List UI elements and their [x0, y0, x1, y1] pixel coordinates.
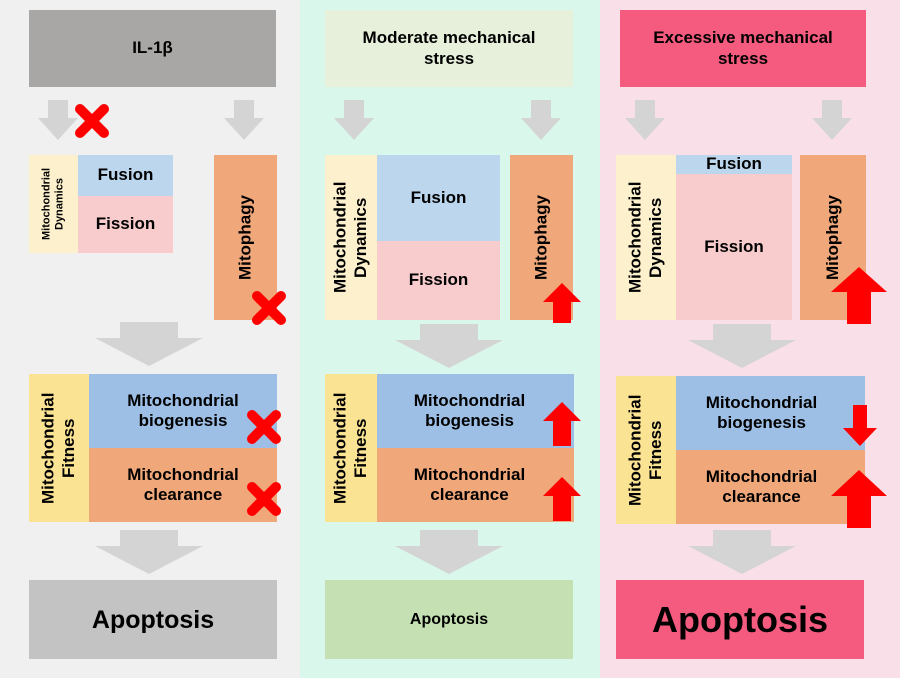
biogenesis-box: Mitochondrial biogenesis: [377, 374, 574, 448]
outcome-apoptosis: Apoptosis: [29, 580, 277, 659]
up-arrow-large-icon: [831, 267, 887, 324]
stimulus-header-excessive: Excessive mechanical stress: [620, 10, 866, 87]
flow-arrow: [224, 100, 264, 140]
cross-icon: [252, 415, 276, 439]
cross-icon: [257, 296, 281, 320]
outcome-apoptosis: Apoptosis: [616, 580, 864, 659]
fission-box: Fission: [78, 196, 173, 253]
flow-arrow: [38, 100, 78, 140]
up-arrow-icon: [543, 477, 581, 521]
outcome-apoptosis: Apoptosis: [325, 580, 573, 659]
up-arrow-large-icon: [831, 470, 887, 528]
fission-box: Fission: [676, 174, 792, 320]
flow-arrow: [334, 100, 374, 140]
fission-box: Fission: [377, 241, 500, 320]
biogenesis-box: Mitochondrial biogenesis: [89, 374, 277, 448]
clearance-box: Mitochondrial clearance: [89, 448, 277, 522]
cross-icon: [80, 109, 104, 133]
fusion-box: Fusion: [676, 154, 792, 174]
stimulus-header-moderate: Moderate mechanical stress: [325, 10, 573, 87]
flow-arrow: [688, 530, 796, 574]
flow-arrow: [521, 100, 561, 140]
flow-arrow: [95, 530, 203, 574]
flow-arrow: [95, 322, 203, 366]
biogenesis-box: Mitochondrial biogenesis: [676, 376, 865, 450]
stimulus-header-il1b: IL-1β: [29, 10, 276, 87]
down-arrow-icon: [843, 405, 877, 446]
fusion-box: Fusion: [377, 155, 500, 241]
flow-arrow: [812, 100, 852, 140]
flow-arrow: [395, 530, 503, 574]
flow-arrow: [688, 324, 796, 368]
flow-arrow: [395, 324, 503, 368]
cross-icon: [252, 487, 276, 511]
up-arrow-icon: [543, 283, 581, 323]
up-arrow-icon: [543, 402, 581, 446]
clearance-box: Mitochondrial clearance: [676, 450, 865, 524]
fusion-box: Fusion: [78, 155, 173, 196]
clearance-box: Mitochondrial clearance: [377, 448, 574, 522]
flow-arrow: [625, 100, 665, 140]
